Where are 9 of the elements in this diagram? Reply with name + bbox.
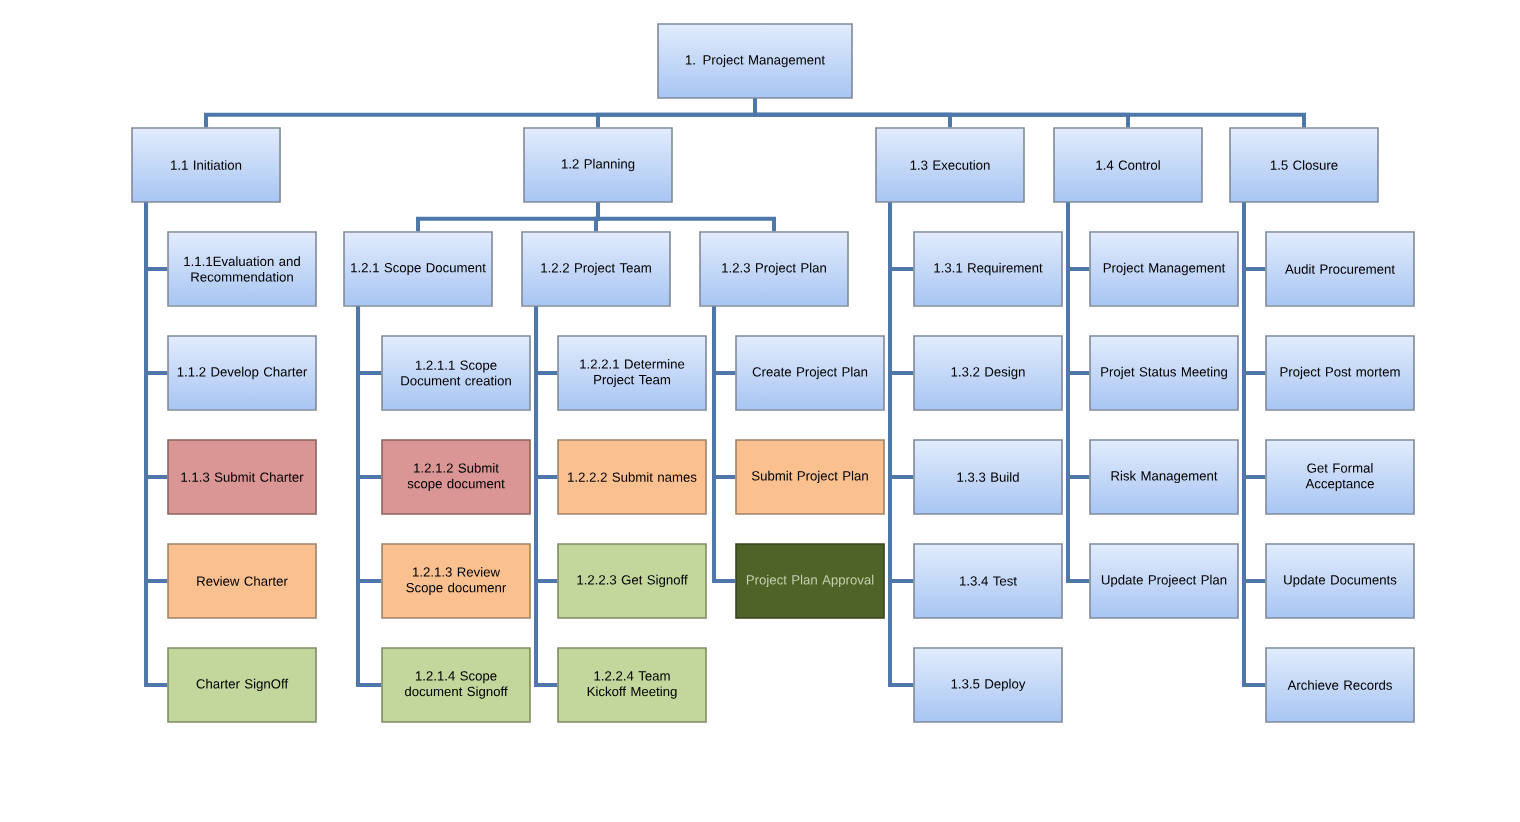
- connector-line: [144, 202, 168, 687]
- connector-line: [596, 202, 776, 232]
- connector-line: [1242, 202, 1266, 687]
- connector-line: [534, 306, 558, 687]
- connector-line: [712, 306, 736, 583]
- connector-line: [888, 202, 914, 687]
- connector-line: [1066, 202, 1090, 583]
- connector-line: [356, 306, 382, 687]
- connector-line: [753, 98, 1306, 128]
